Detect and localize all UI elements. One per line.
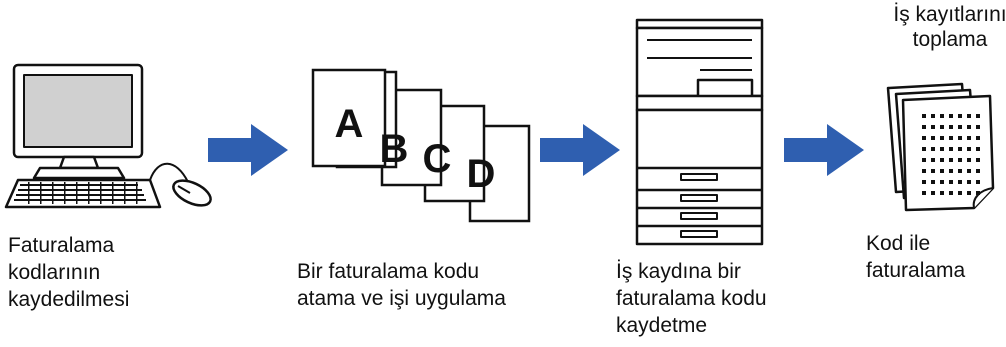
top-note-collect-logs: İş kayıtlarını toplama (893, 3, 1006, 51)
document-letter: C (423, 137, 452, 181)
arrow-icon (540, 124, 620, 176)
billing-dots (922, 114, 980, 195)
document-letter: B (380, 127, 409, 171)
computer-icon (4, 63, 212, 209)
arrow-icon (784, 124, 864, 176)
printer-icon (635, 18, 764, 246)
arrow-icon (208, 124, 288, 176)
billing-sheets-icon (886, 82, 995, 212)
step-label-register-codes: Faturalama kodlarının kaydedilmesi (8, 234, 130, 311)
document-letter: A (335, 102, 364, 146)
document-letter: D (467, 152, 496, 196)
documents-icon (311, 68, 531, 223)
step-label-billing: Kod ile faturalama (866, 232, 966, 282)
step-label-assign-code: Bir faturalama kodu atama ve işi uygulam… (297, 260, 506, 310)
step-label-record-code: İş kaydına bir faturalama kodu kaydetme (616, 260, 767, 337)
